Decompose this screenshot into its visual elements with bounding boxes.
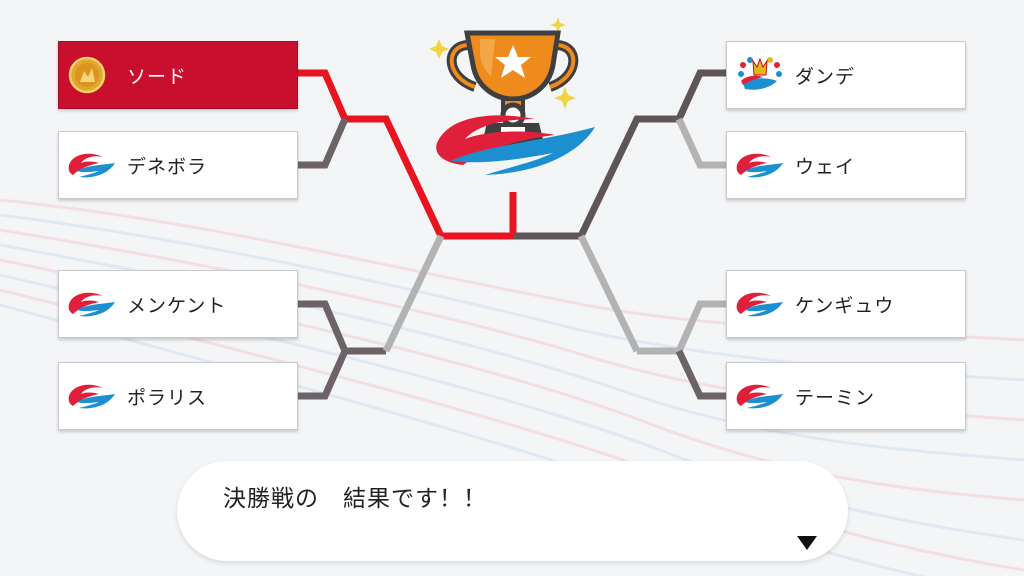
- trophy-icon: [429, 17, 595, 175]
- bracket-line-sord: [298, 69, 513, 240]
- bracket-slot-right-2: ウェイ: [726, 131, 966, 199]
- trainer-name: テーミン: [795, 386, 876, 409]
- bracket-slot-right-4: テーミン: [726, 362, 966, 430]
- league-emblem-icon: [733, 284, 787, 324]
- league-emblem-icon: [65, 145, 119, 185]
- league-emblem-icon: [733, 145, 787, 185]
- trainer-name: ソード: [127, 65, 188, 88]
- league-emblem-icon: [65, 284, 119, 324]
- triangle-down-icon[interactable]: [796, 535, 818, 551]
- bracket-line-right-semifinal: [577, 234, 641, 353]
- league-emblem-icon: [65, 376, 119, 416]
- trainer-name: ダンデ: [795, 65, 856, 88]
- bracket-line-wei: [675, 117, 726, 169]
- trainer-name: メンケント: [127, 294, 227, 317]
- bracket-slot-left-2: デネボラ: [58, 131, 298, 199]
- bracket-line-kengyu: [637, 300, 726, 355]
- dialog-box[interactable]: 決勝戦の 結果です！！: [177, 461, 848, 561]
- dialog-message: 決勝戦の 結果です！！: [223, 486, 487, 512]
- trainer-name: ケンギュウ: [795, 294, 895, 317]
- bracket-slot-left-3: メンケント: [58, 270, 298, 338]
- bracket-slot-right-1: ダンデ: [726, 41, 966, 109]
- bracket-line-dande: [513, 69, 726, 240]
- bracket-slot-left-1: ソード: [58, 41, 298, 109]
- bracket-slot-left-4: ポラリス: [58, 362, 298, 430]
- bracket-line-temin: [675, 349, 726, 400]
- bracket-slot-right-3: ケンギュウ: [726, 270, 966, 338]
- champion-crest-icon: [733, 55, 787, 95]
- bracket-line-left-semifinal: [382, 234, 445, 353]
- trainer-name: デネボラ: [127, 155, 208, 178]
- league-emblem-icon: [733, 376, 787, 416]
- trainer-name: ウェイ: [795, 155, 856, 178]
- gold-medal-icon: [65, 55, 119, 95]
- bracket-line-polaris: [298, 349, 349, 400]
- trainer-name: ポラリス: [127, 386, 208, 409]
- bracket-line-menkent: [298, 300, 386, 355]
- bracket-line-denebola: [298, 117, 349, 169]
